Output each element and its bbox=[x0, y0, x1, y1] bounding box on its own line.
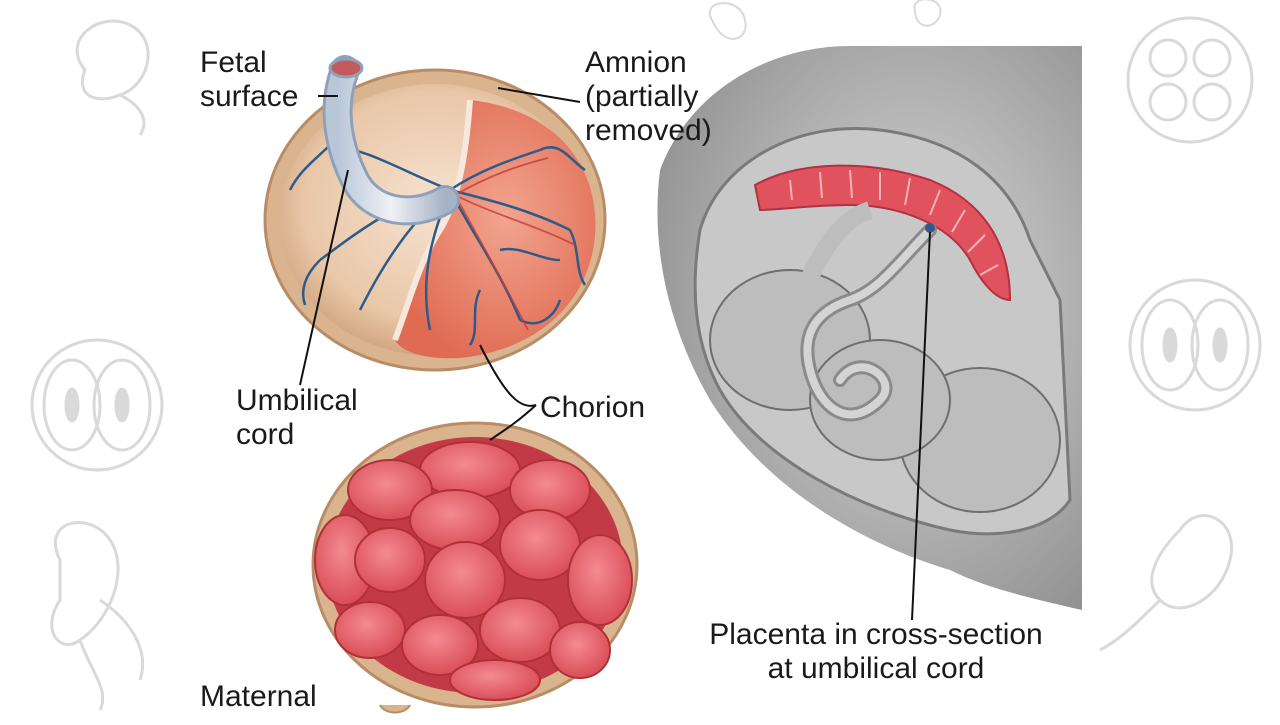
fetus-watermark-icon bbox=[1099, 514, 1233, 652]
label-chorion: Chorion bbox=[540, 391, 646, 424]
fetal-surface-placenta bbox=[263, 55, 607, 372]
fetus-watermark-icon bbox=[708, 0, 942, 40]
cell-division-watermark-icon bbox=[1126, 16, 1254, 144]
label-umbilical-cord: Umbilical cord bbox=[236, 384, 358, 451]
fetus-watermark-icon bbox=[50, 521, 145, 711]
label-fetal-surface: Fetal surface bbox=[200, 46, 299, 113]
label-placenta-cross-section: Placenta in cross-section at umbilical c… bbox=[709, 618, 1043, 685]
cotyledons bbox=[314, 441, 633, 701]
label-amnion: Amnion (partially removed) bbox=[585, 46, 712, 147]
cell-division-watermark-icon bbox=[1128, 278, 1262, 412]
cell-division-watermark-icon bbox=[30, 338, 164, 472]
placenta-section bbox=[753, 164, 1012, 302]
chorion-region bbox=[395, 100, 596, 359]
label-maternal-surface: Maternal bbox=[200, 680, 317, 713]
maternal-surface-placenta bbox=[311, 421, 639, 714]
uterus-cross-section bbox=[657, 46, 1082, 610]
fetus-watermark-icon bbox=[75, 19, 150, 136]
leader-lines bbox=[299, 87, 931, 621]
